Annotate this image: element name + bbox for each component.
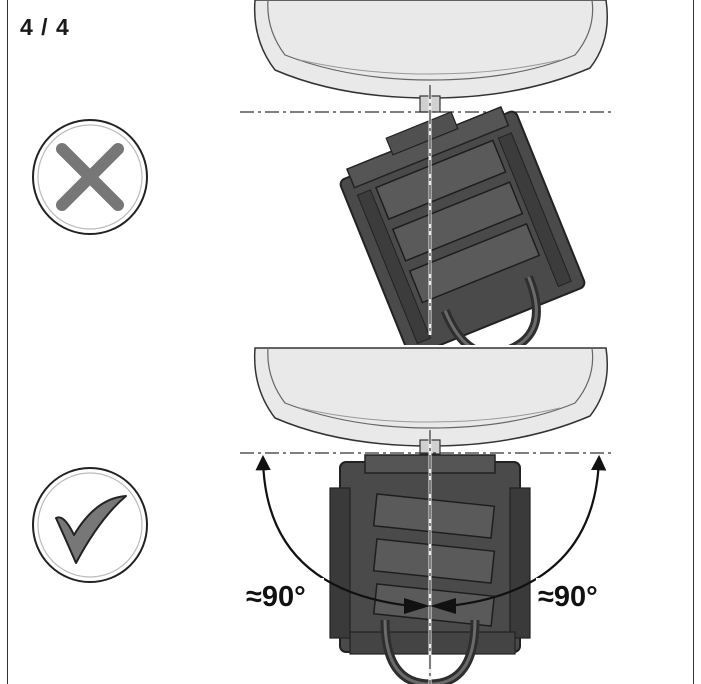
cross-icon: [32, 119, 148, 235]
pivot-arrow-left: [404, 598, 430, 614]
correct-panel: ≈90° ≈90°: [32, 347, 616, 684]
wrong-panel: [32, 0, 615, 345]
rotation-arc-right: [447, 454, 607, 608]
instruction-frame: [7, 0, 694, 684]
page-indicator: 4 / 4: [20, 14, 70, 40]
angle-label-right: ≈90°: [538, 581, 598, 613]
bike-carrier-misaligned: [339, 105, 586, 345]
checkmark-icon: [32, 467, 148, 583]
rotation-arc-left: [255, 454, 413, 608]
pivot-arrow-right: [430, 598, 456, 614]
angle-label-left: ≈90°: [246, 581, 306, 613]
car-rear-bumper: [253, 0, 609, 99]
